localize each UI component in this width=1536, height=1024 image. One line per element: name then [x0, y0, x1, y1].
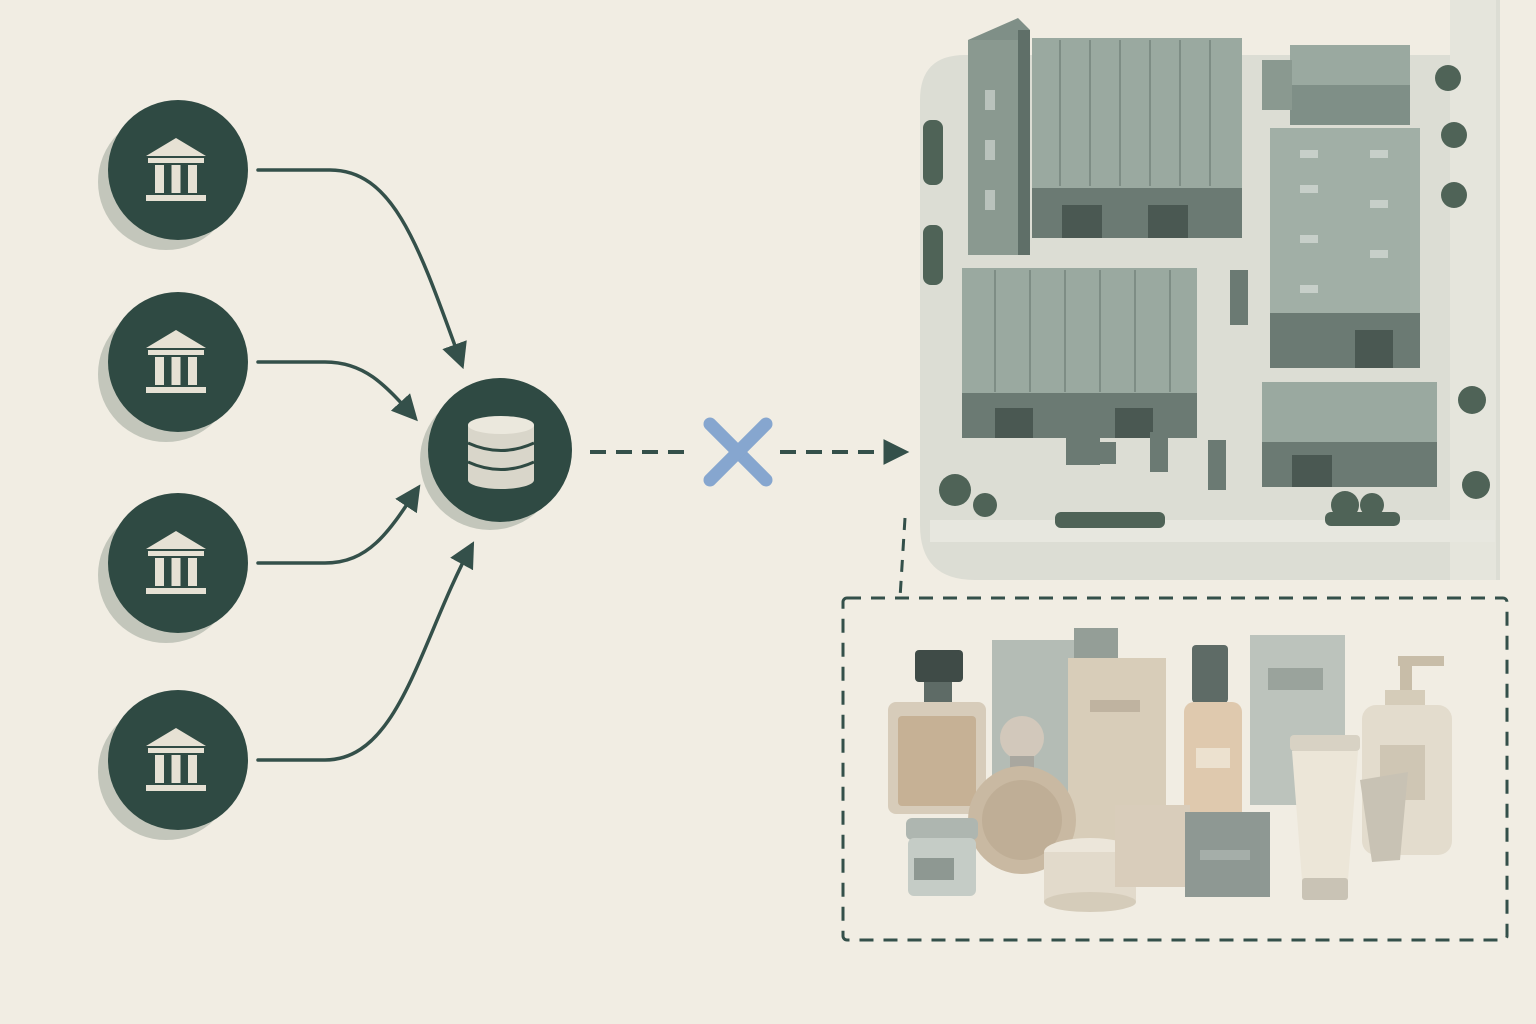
- product-detail-callout: [841, 517, 1509, 942]
- connector-4: [256, 541, 475, 762]
- source-node-4: [98, 690, 248, 840]
- cross-icon: [703, 417, 773, 487]
- source-node-1: [98, 100, 248, 250]
- database-icon: [467, 416, 535, 489]
- connector-2: [256, 360, 418, 422]
- industrial-park-illustration: [920, 0, 1500, 580]
- source-node-3: [98, 493, 248, 643]
- connector-3: [256, 484, 421, 565]
- source-node-2: [98, 292, 248, 442]
- blocked-link: [590, 417, 910, 487]
- hub-node: [420, 378, 572, 530]
- source-connectors: [256, 168, 475, 762]
- detail-frame: [841, 596, 1509, 942]
- connector-1: [256, 168, 467, 370]
- cosmetics-products-illustration: [888, 628, 1452, 912]
